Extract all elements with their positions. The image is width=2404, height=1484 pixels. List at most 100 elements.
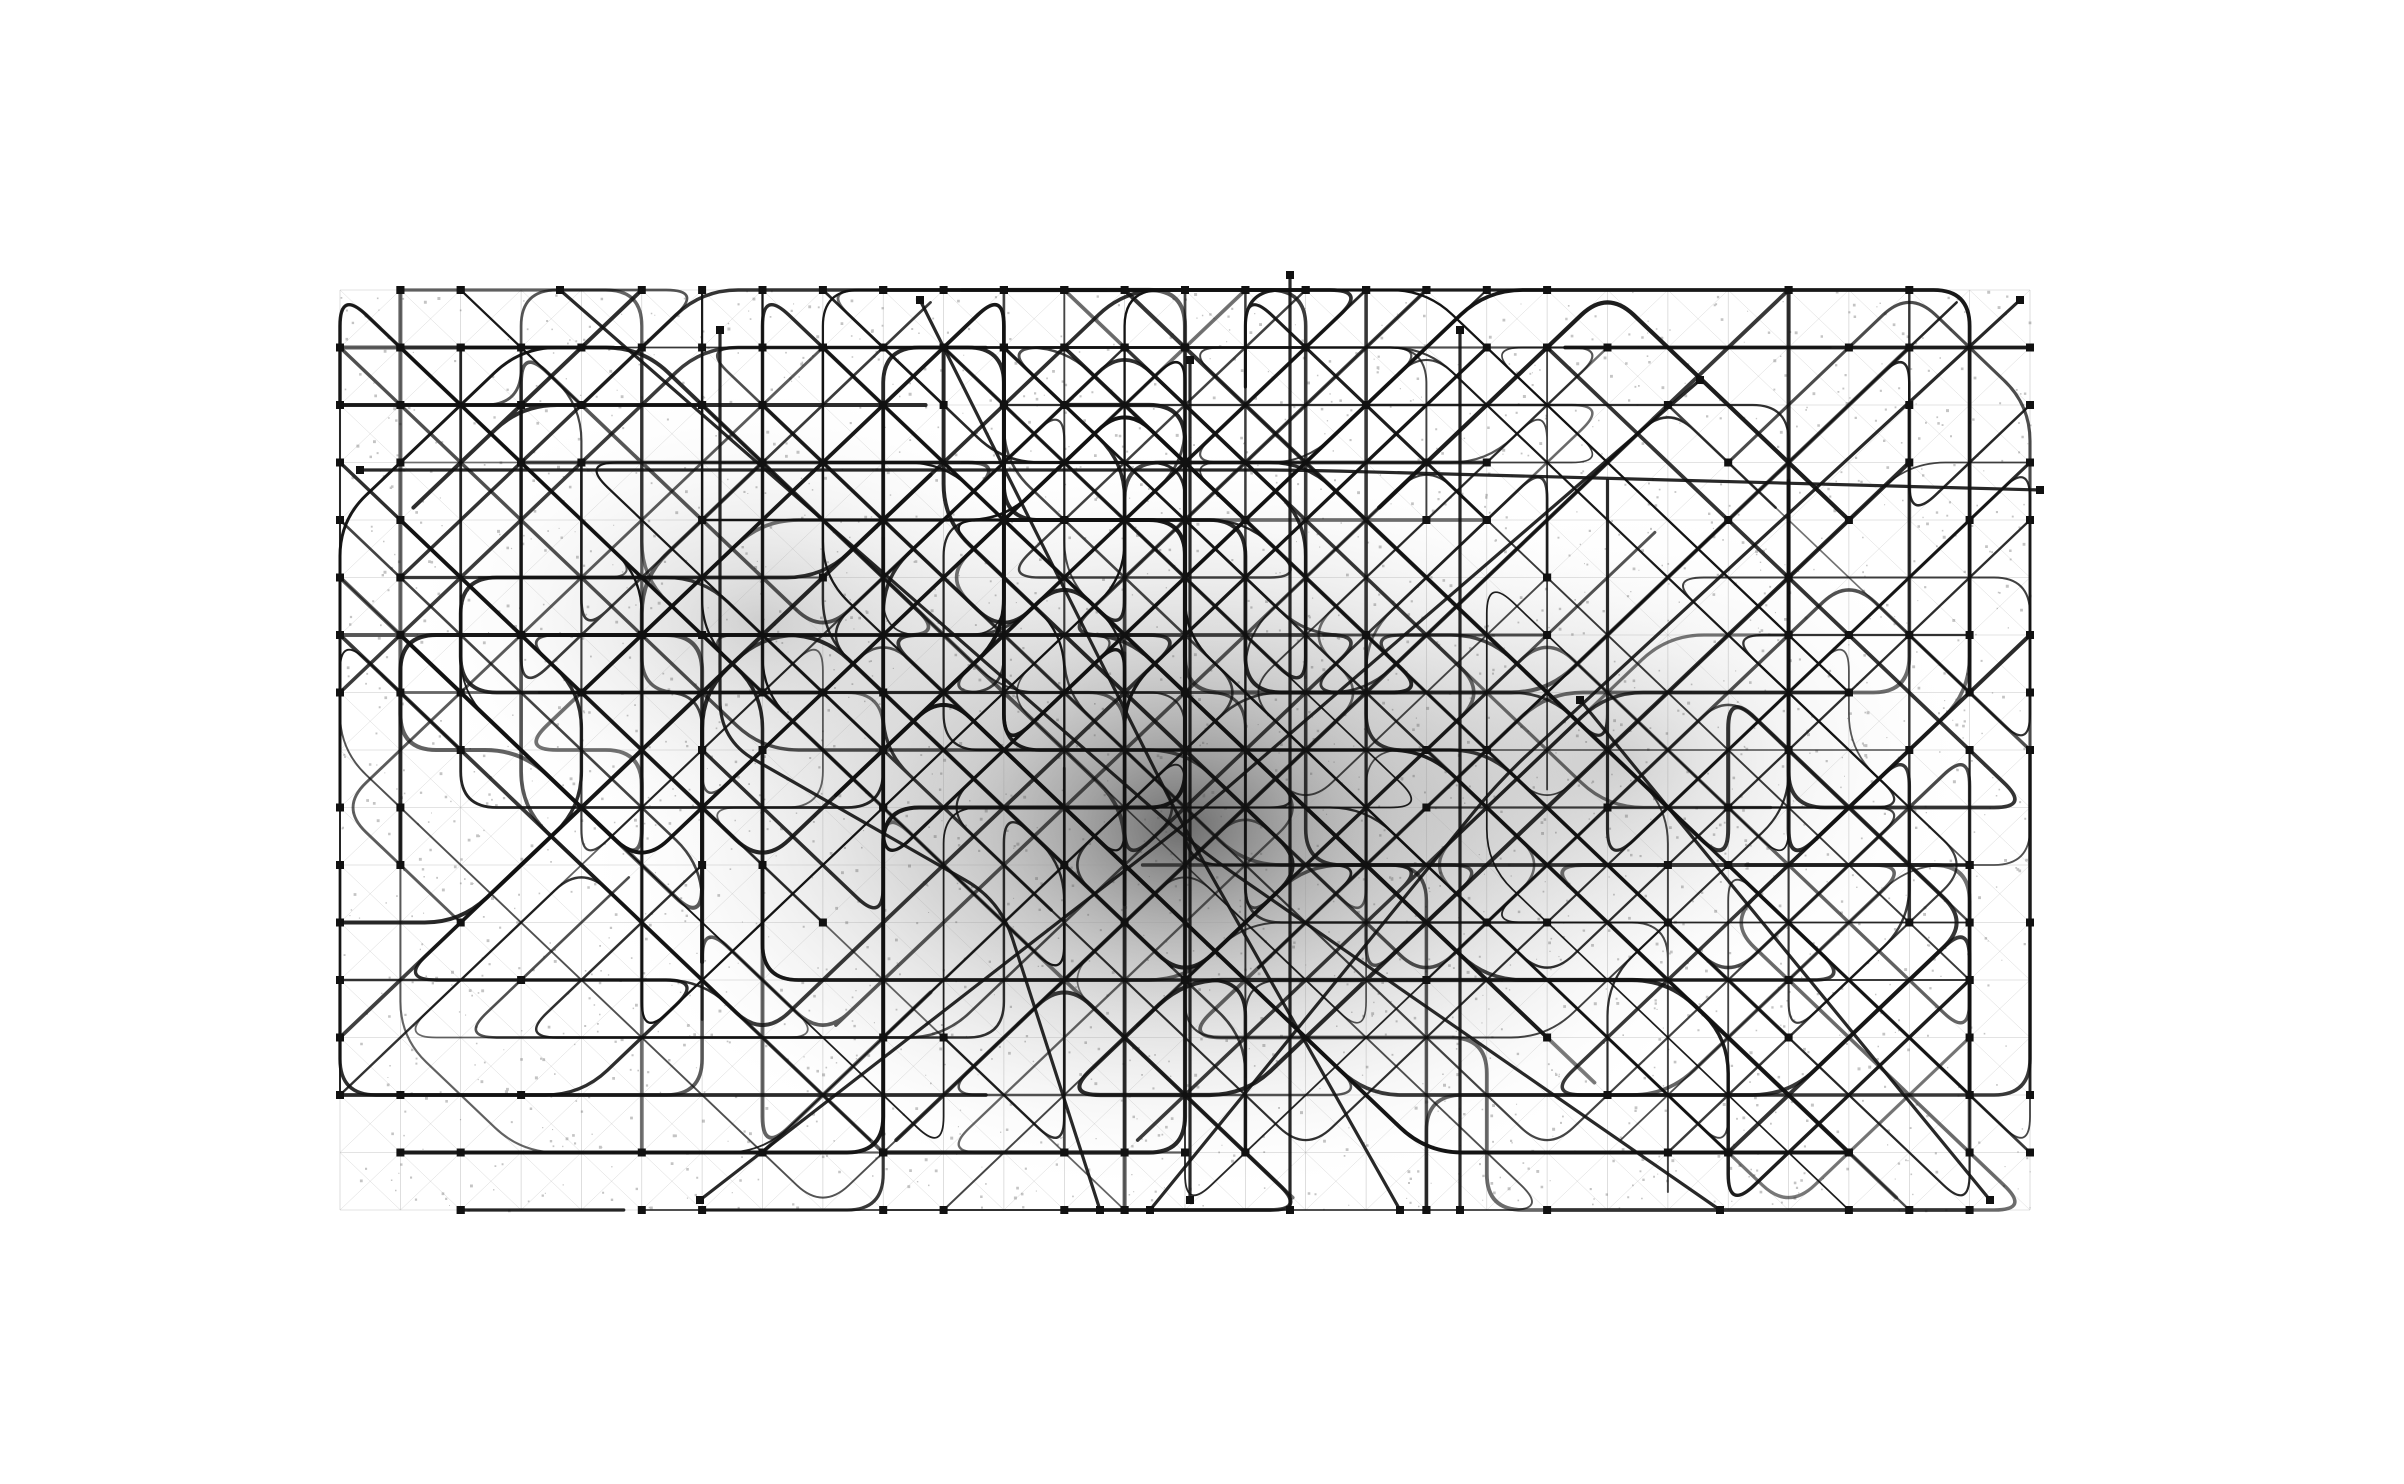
route-terminal xyxy=(2026,918,2034,927)
route-terminal xyxy=(939,343,948,352)
route-terminal xyxy=(1784,573,1793,582)
route-terminal xyxy=(637,1206,646,1214)
route-terminal xyxy=(2026,516,2034,524)
route-terminal xyxy=(396,688,405,697)
route-line xyxy=(1016,289,1911,1024)
route-terminal xyxy=(1456,326,1464,334)
route-terminal xyxy=(1482,286,1491,294)
route-terminal xyxy=(396,401,405,409)
route-terminal xyxy=(1422,516,1431,524)
route-terminal xyxy=(1905,918,1914,927)
route-terminal xyxy=(758,1148,767,1157)
route-terminal xyxy=(2026,343,2034,352)
route-terminal xyxy=(879,1206,888,1214)
route-terminal xyxy=(758,458,767,467)
route-terminal xyxy=(2026,458,2034,467)
route-terminal xyxy=(1543,918,1552,927)
route-terminal xyxy=(1181,688,1189,697)
route-terminal xyxy=(2026,746,2034,754)
route-terminal xyxy=(818,343,827,352)
route-terminal xyxy=(1482,746,1491,754)
route-terminal xyxy=(517,343,526,352)
route-terminal xyxy=(1724,803,1733,812)
route-terminal xyxy=(1060,286,1069,294)
route-terminal xyxy=(879,803,888,812)
route-terminal xyxy=(1965,918,1974,927)
route-line xyxy=(519,301,932,680)
route-line xyxy=(358,468,2042,492)
route-terminal xyxy=(396,803,405,812)
route-terminal xyxy=(1663,1148,1672,1157)
route-terminal xyxy=(1181,1148,1189,1157)
route-terminal xyxy=(1456,1206,1464,1214)
route-terminal xyxy=(1965,976,1974,984)
route-terminal xyxy=(818,573,827,582)
route-terminal xyxy=(999,516,1008,524)
route-terminal xyxy=(1543,343,1552,352)
route-terminal xyxy=(456,918,465,927)
route-terminal xyxy=(456,1206,465,1214)
route-terminal xyxy=(758,861,767,869)
route-terminal xyxy=(336,861,344,869)
route-terminal xyxy=(1844,688,1853,697)
route-terminal xyxy=(1286,1206,1294,1214)
route-terminal xyxy=(1784,976,1793,984)
route-terminal xyxy=(1724,861,1733,869)
route-terminal xyxy=(1663,401,1672,409)
route-terminal xyxy=(1186,1196,1194,1204)
route-terminal xyxy=(1986,1196,1994,1204)
route-line xyxy=(398,288,1109,580)
route-terminal xyxy=(999,401,1008,409)
route-terminal xyxy=(577,343,586,352)
route-line xyxy=(534,288,1187,924)
route-terminal xyxy=(1576,696,1584,704)
route-line xyxy=(718,328,1102,1212)
route-terminal xyxy=(517,1091,526,1099)
route-terminal xyxy=(818,918,827,927)
route-terminal xyxy=(1905,343,1914,352)
route-terminal xyxy=(336,976,344,984)
route-terminal xyxy=(577,458,586,467)
route-line xyxy=(339,404,1533,1211)
route-terminal xyxy=(396,458,405,467)
route-line xyxy=(534,518,1489,1155)
route-line xyxy=(338,633,1836,1040)
route-terminal xyxy=(1120,1206,1129,1214)
route-terminal xyxy=(1716,1206,1724,1214)
route-lines xyxy=(337,273,2042,1212)
route-terminal xyxy=(698,1206,707,1214)
route-terminal xyxy=(879,401,888,409)
route-terminals xyxy=(336,271,2044,1214)
route-terminal xyxy=(1663,861,1672,869)
route-line xyxy=(698,378,1702,1202)
route-terminal xyxy=(1181,286,1189,294)
route-line xyxy=(1377,300,1851,523)
route-terminal xyxy=(1905,631,1914,639)
route-terminal xyxy=(1965,1091,1974,1099)
route-line xyxy=(760,303,1127,695)
route-terminal xyxy=(879,1033,888,1042)
route-terminal xyxy=(879,1148,888,1157)
route-terminal xyxy=(1301,343,1310,352)
route-terminal xyxy=(1301,286,1310,294)
route-terminal xyxy=(1362,401,1371,409)
route-terminal xyxy=(1724,516,1733,524)
route-terminal xyxy=(1965,516,1974,524)
route-line xyxy=(882,403,2032,969)
route-terminal xyxy=(336,516,344,524)
route-terminal xyxy=(698,343,707,352)
route-terminal xyxy=(818,688,827,697)
route-line xyxy=(1002,345,1972,1197)
route-terminal xyxy=(879,343,888,352)
route-terminal xyxy=(336,1091,344,1099)
route-terminal xyxy=(758,401,767,409)
route-line xyxy=(1257,346,2031,1139)
route-terminal xyxy=(1724,458,1733,467)
route-terminal xyxy=(1241,286,1250,294)
route-terminal xyxy=(456,286,465,294)
route-terminal xyxy=(698,516,707,524)
route-terminal xyxy=(2026,1091,2034,1099)
route-terminal xyxy=(1482,343,1491,352)
route-line xyxy=(834,346,1126,1139)
